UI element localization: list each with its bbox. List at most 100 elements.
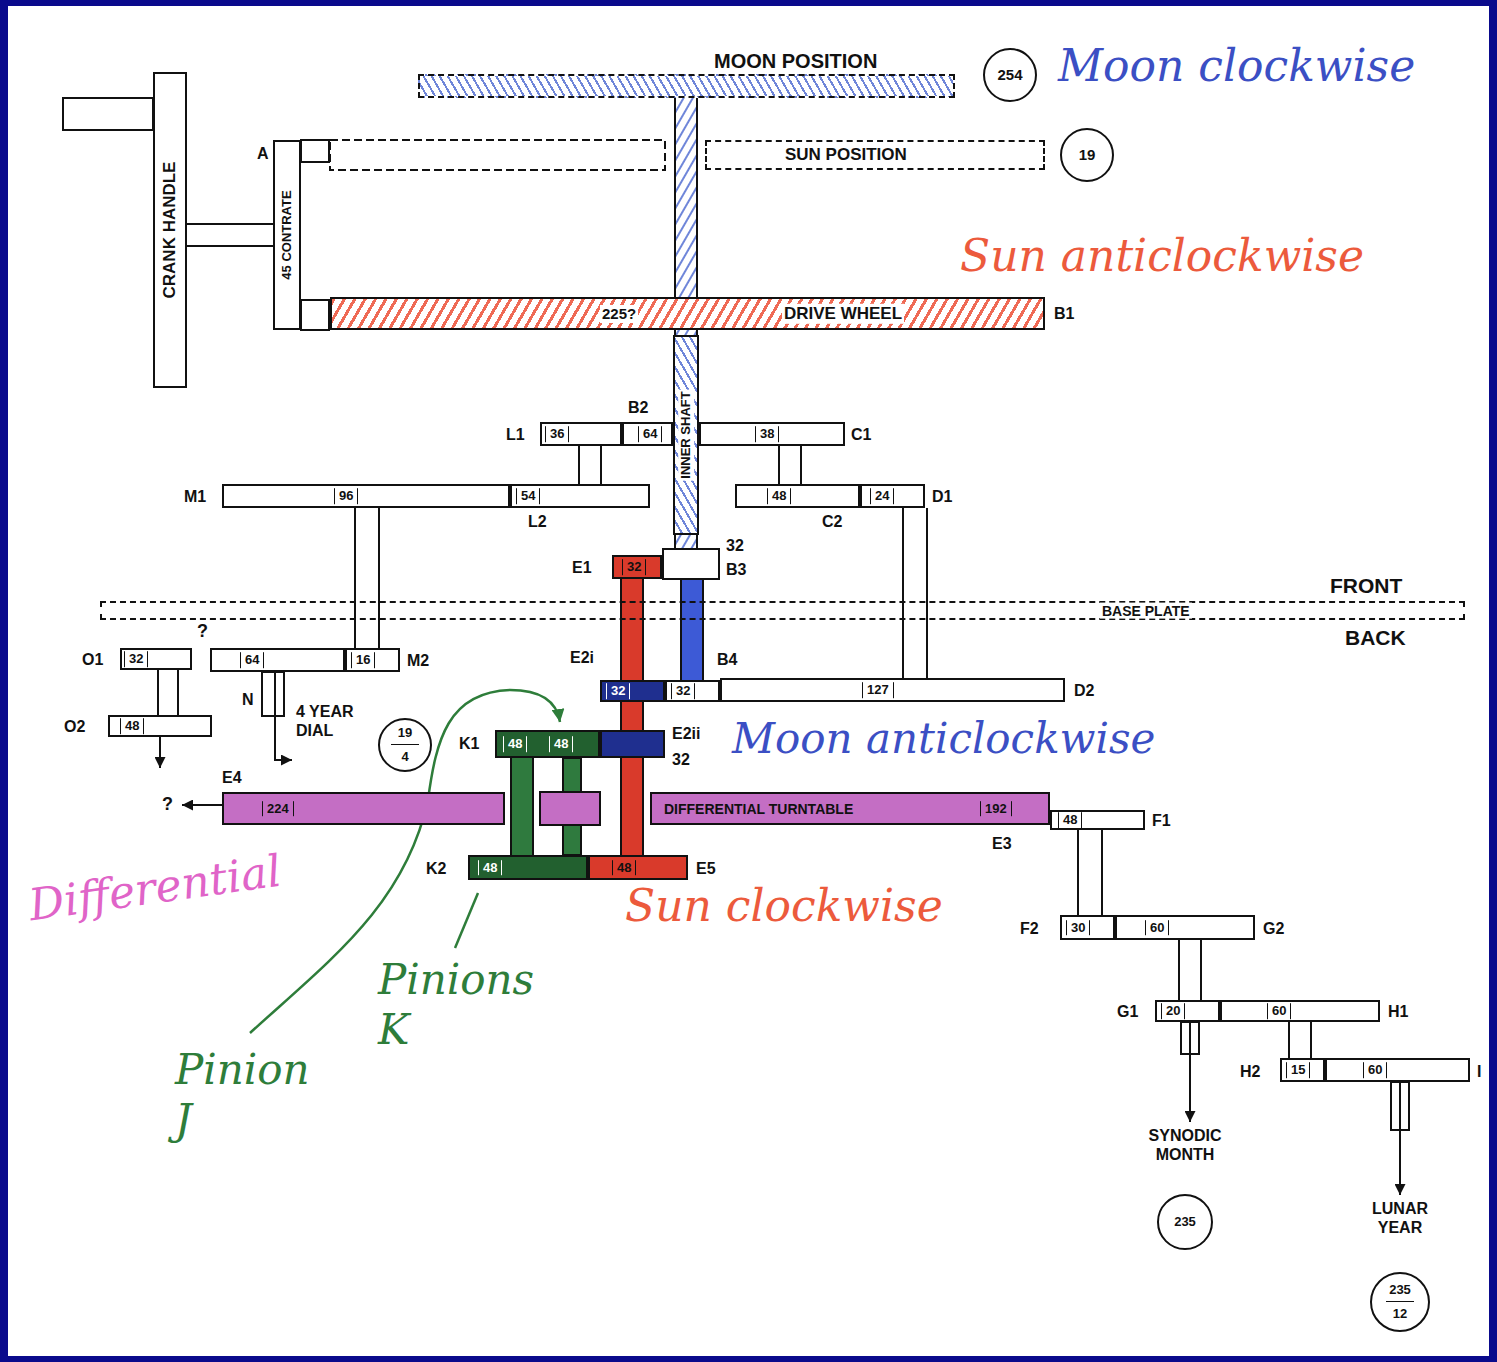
- dial-arrow: [1189, 1022, 1191, 1122]
- gear-box: 60G2: [1115, 915, 1255, 940]
- part-title: INNER SHAFT: [678, 389, 694, 480]
- arbor: [1178, 940, 1202, 1000]
- dial-number: 235: [1174, 1214, 1196, 1230]
- dial-title: LUNAR YEAR: [1355, 1199, 1445, 1237]
- position-pointer: MOON POSITION: [418, 74, 955, 98]
- arbor-fill: [780, 446, 800, 484]
- tooth-count: 48: [767, 488, 791, 504]
- fraction-bar: [391, 744, 419, 745]
- gear-name: K2: [426, 859, 446, 878]
- dial-number: 254: [997, 66, 1022, 84]
- tooth-count: 32: [124, 651, 148, 667]
- arbor: [902, 508, 928, 678]
- gear-box: 127D2: [720, 678, 1065, 702]
- tooth-count: 60: [1145, 920, 1169, 936]
- gear-name: F2: [1020, 919, 1039, 938]
- side-label: BACK: [1345, 625, 1406, 650]
- handwritten-note: Moon anticlockwise: [732, 714, 1155, 764]
- arbor-fill: [676, 535, 696, 548]
- dial-arrow: [275, 672, 292, 760]
- tooth-count: 32: [622, 559, 646, 575]
- fraction-bar: [1386, 1301, 1414, 1302]
- arbor-fill: [512, 758, 532, 855]
- arbor-fill: [682, 580, 702, 680]
- connector-group: [1300, 1022, 1301, 1058]
- arbor: [778, 446, 802, 484]
- connector-group: [1190, 940, 1191, 1000]
- position-pointer: SUN POSITION: [705, 140, 1045, 170]
- gear-box: E132: [612, 555, 662, 579]
- gear-box: K248: [468, 855, 588, 880]
- contrate-rim: [301, 300, 329, 330]
- gear-box: G120: [1155, 1000, 1220, 1022]
- arbor: [1077, 830, 1103, 915]
- gear-name: G1: [1117, 1002, 1138, 1021]
- connector-group: [692, 580, 693, 680]
- gear-box: 64N: [210, 648, 345, 672]
- gear-name: E5: [696, 859, 716, 878]
- gear-name: D1: [932, 487, 952, 506]
- arbor: [578, 446, 602, 484]
- connector-group: [187, 235, 273, 236]
- gear-box: 48C2: [735, 484, 860, 508]
- gear-name: A: [257, 144, 269, 163]
- gear-box: DIFFERENTIAL TURNTABLE192E3: [650, 792, 1050, 825]
- tooth-count: 38: [755, 426, 779, 442]
- arbor-fill: [1180, 940, 1200, 1000]
- dial: 4 YEAR DIAL194: [292, 700, 434, 774]
- gear-box: K14848: [495, 730, 600, 758]
- arbor-fill: [187, 225, 273, 245]
- paper: [8, 6, 1489, 1356]
- arbor-fill: [622, 579, 642, 855]
- gear-box: 32B3: [662, 548, 720, 580]
- arbor: [620, 579, 644, 855]
- output-arrow: [182, 804, 222, 806]
- connector-group: [632, 579, 633, 855]
- connector-group: [367, 508, 368, 648]
- tooth-count: 96: [334, 488, 358, 504]
- gear-name: B1: [1054, 304, 1074, 323]
- dial-number: 19: [398, 725, 412, 741]
- dial-circle: 19: [1060, 128, 1114, 182]
- annotation-leader: [455, 893, 478, 948]
- tooth-count: 48: [1058, 812, 1082, 828]
- gear-name: N: [242, 690, 254, 709]
- tooth-count: 64: [240, 652, 264, 668]
- gear-box: 38C1: [699, 422, 845, 446]
- gear-name: B3: [726, 560, 746, 579]
- tooth-count: 48: [549, 736, 573, 752]
- gear-box: E2ii32: [600, 730, 665, 758]
- arbor-fill: [159, 670, 177, 715]
- tooth-count: 192: [980, 801, 1012, 817]
- gear-name: O1: [82, 650, 103, 669]
- tooth-count: 16: [351, 652, 375, 668]
- tooth-count: 48: [503, 736, 527, 752]
- gear-name: C1: [851, 425, 871, 444]
- gear-box: L136: [540, 422, 622, 446]
- gear-name: H1: [1388, 1002, 1408, 1021]
- dial-number: 4: [401, 749, 408, 765]
- tooth-count: 127: [862, 682, 894, 698]
- gear-box: 24D1: [860, 484, 925, 508]
- arbor-fill: [356, 508, 378, 648]
- arbor-fill: [904, 508, 926, 678]
- tooth-count: 32: [671, 683, 695, 699]
- shaft: INNER SHAFT: [673, 335, 699, 535]
- tooth-count: 64: [638, 426, 662, 442]
- gear-box: H215: [1280, 1058, 1325, 1082]
- tooth-count: 54: [516, 488, 540, 504]
- tooth-count: 60: [1267, 1003, 1291, 1019]
- gear-name: E2i: [570, 648, 594, 667]
- arbor: [187, 223, 273, 247]
- tooth-count: 48: [612, 860, 636, 876]
- dial: SYNODIC MONTH235: [1120, 1122, 1250, 1254]
- gear-name: L2: [528, 512, 547, 531]
- gear-name: H2: [1240, 1062, 1260, 1081]
- dial: LUNAR YEAR23512: [1345, 1195, 1455, 1337]
- gear-name: B2: [628, 398, 648, 417]
- dial-arrow: [1399, 1082, 1401, 1195]
- handwritten-note: Sun clockwise: [625, 880, 943, 933]
- gear-name: K1: [459, 734, 479, 753]
- tooth-count: 60: [1363, 1062, 1387, 1078]
